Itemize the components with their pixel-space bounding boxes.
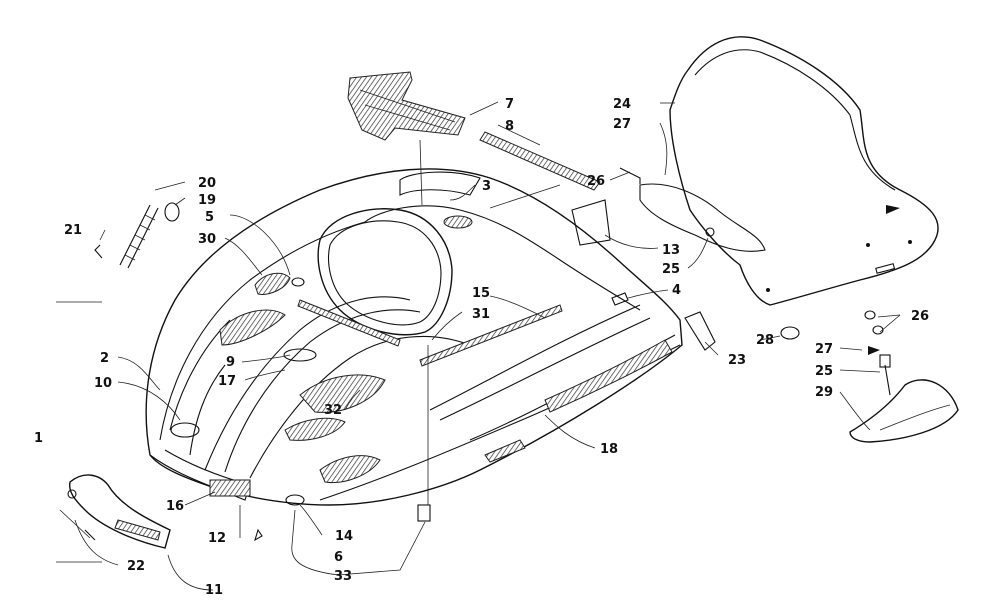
callout-16: 16 [166, 499, 184, 514]
callout-33: 33 [334, 569, 352, 584]
callout-12: 12 [208, 531, 226, 546]
callout-15: 15 [472, 286, 490, 301]
clip-33 [417, 504, 431, 522]
clip-23 [684, 311, 716, 351]
decal-center-vent [299, 374, 386, 413]
callout-8: 8 [505, 119, 514, 134]
callout-3: 3 [482, 179, 491, 194]
callout-9: 9 [226, 355, 235, 370]
decal-lower-side [484, 439, 526, 463]
callout-26-right: 26 [911, 309, 929, 324]
callout-6: 6 [334, 550, 343, 565]
callout-31: 31 [472, 307, 490, 322]
mirror-bracket [849, 310, 959, 443]
callout-19: 19 [198, 193, 216, 208]
leader-lines [56, 101, 901, 591]
callout-27-top: 27 [613, 117, 631, 132]
deflector [571, 183, 766, 252]
callout-30: 30 [198, 232, 216, 247]
lower-bracket [67, 474, 171, 549]
vent-strip [479, 131, 601, 191]
top-vent-panel [347, 71, 466, 141]
callout-14: 14 [335, 529, 353, 544]
hood-outline [145, 168, 683, 506]
callout-2: 2 [100, 351, 109, 366]
callout-26-top: 26 [587, 174, 605, 189]
callout-labels: 7 8 3 20 19 21 5 30 2 10 9 17 32 1 15 31… [34, 97, 929, 598]
callout-20: 20 [198, 176, 216, 191]
callout-21: 21 [64, 223, 82, 238]
callout-32: 32 [324, 403, 342, 418]
decal-stripe-center [297, 299, 401, 347]
callout-10: 10 [94, 376, 112, 391]
decal-stripe-right [419, 304, 563, 367]
grommet-28 [780, 326, 800, 340]
screw-12 [254, 528, 263, 542]
callout-23: 23 [728, 353, 746, 368]
callout-18: 18 [600, 442, 618, 457]
callout-17: 17 [218, 374, 236, 389]
hood-assembly [145, 168, 683, 506]
callout-11: 11 [205, 583, 223, 598]
spring-assembly [94, 202, 180, 269]
callout-22: 22 [127, 559, 145, 574]
decal-left-vent [254, 272, 291, 295]
callout-7: 7 [505, 97, 514, 112]
callout-13: 13 [662, 243, 680, 258]
decal-side-lettering [544, 339, 673, 413]
decal-nose [319, 455, 381, 484]
callout-25-top: 25 [662, 262, 680, 277]
windshield [669, 36, 939, 306]
callout-24: 24 [613, 97, 631, 112]
callout-29: 29 [815, 385, 833, 400]
callout-5: 5 [205, 210, 214, 225]
callout-28: 28 [756, 333, 774, 348]
callout-27-right: 27 [815, 342, 833, 357]
decal-left-upper [219, 309, 286, 346]
callout-25-right: 25 [815, 364, 833, 379]
decal-center-lower [284, 417, 346, 441]
callout-1: 1 [34, 431, 43, 446]
callout-4: 4 [672, 283, 681, 298]
hood-window [317, 208, 453, 336]
